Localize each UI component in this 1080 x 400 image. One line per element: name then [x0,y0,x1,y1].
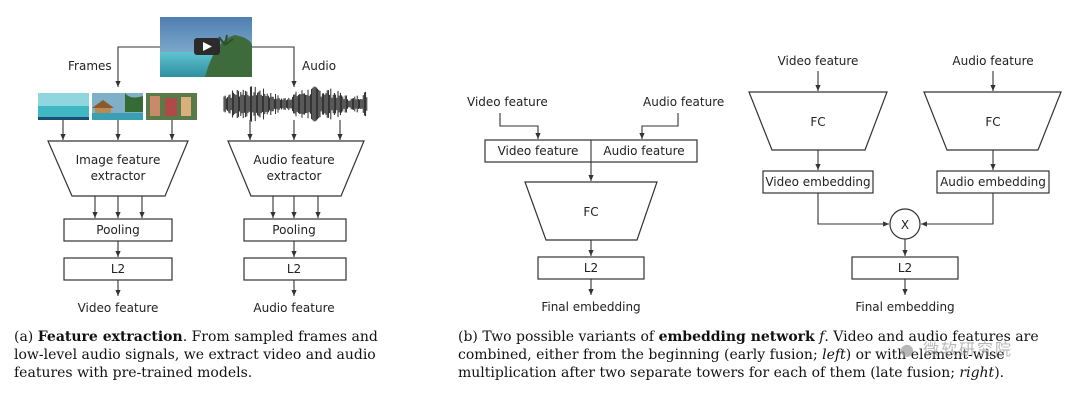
caption-b-prefix: (b) Two possible variants of [458,329,659,345]
l2-video-label: L2 [111,262,125,276]
caption-b-math: f [814,329,825,345]
late-l2: L2 [851,256,959,280]
audio-extractor-line2: extractor [267,169,322,183]
pooling-video-label: Pooling [96,223,139,237]
caption-embedding-network: (b) Two possible variants of embedding n… [458,328,1070,382]
audio-feature-output: Audio feature [253,301,334,315]
early-audio-feature-input: Audio feature [643,95,724,109]
image-extractor-line1: Image feature [76,153,161,167]
caption-a-rest: . From sampled frames and low-level audi… [14,329,378,381]
elementwise-multiply-node: X [889,208,921,240]
early-fc-label: FC [583,205,598,219]
early-l2: L2 [537,256,645,280]
late-video-fc: FC [748,91,888,151]
audio-extractor-line1: Audio feature [253,153,334,167]
concat-audio-feature: Audio feature [603,144,684,158]
multiply-symbol: X [901,218,909,232]
sampled-frames [38,93,197,120]
pooling-audio: Pooling [243,218,347,242]
caption-a-bold: Feature extraction [37,329,183,345]
concat-video-feature: Video feature [498,144,579,158]
video-thumbnail [160,17,252,77]
late-video-feature-input: Video feature [778,54,859,68]
frame-2 [92,93,143,120]
audio-embedding-label: Audio embedding [940,175,1046,189]
image-feature-extractor: Image feature extractor [47,140,189,197]
caption-a-prefix: (a) [14,329,38,345]
caption-b-right: right [959,365,995,381]
video-embedding-box: Video embedding [762,170,874,194]
caption-b-bold: embedding network [658,329,815,345]
frame-1 [38,93,89,120]
image-extractor-line2: extractor [91,169,146,183]
l2-video: L2 [63,257,173,281]
late-l2-label: L2 [898,261,912,275]
early-final-embedding: Final embedding [541,300,640,314]
pooling-audio-label: Pooling [272,223,315,237]
l2-audio-label: L2 [287,262,301,276]
late-audio-feature-input: Audio feature [952,54,1033,68]
audio-waveform [223,86,368,122]
feature-pipeline-diagram: Frames Audio Image feature [38,17,1062,315]
early-video-feature-input: Video feature [467,95,548,109]
concat-feature-box: Video feature Audio feature [484,139,698,163]
play-icon [203,42,212,51]
caption-b-left: left [822,347,846,363]
frame-3 [146,93,197,120]
early-l2-label: L2 [584,261,598,275]
caption-b-part2: ) or with element-wise multiplication af… [458,347,1005,381]
audio-feature-extractor: Audio feature extractor [227,140,365,197]
video-embedding-label: Video embedding [765,175,870,189]
audio-label: Audio [302,59,336,73]
caption-b-part1: . Video and audio features are combined,… [458,329,1039,363]
pooling-video: Pooling [63,218,173,242]
late-audio-fc: FC [923,91,1062,151]
caption-feature-extraction: (a) Feature extraction. From sampled fra… [14,328,409,382]
waveform-trace [223,86,368,122]
l2-audio: L2 [243,257,347,281]
frames-label: Frames [68,59,112,73]
late-video-fc-label: FC [810,115,825,129]
late-final-embedding: Final embedding [855,300,954,314]
video-feature-output: Video feature [78,301,159,315]
late-audio-fc-label: FC [985,115,1000,129]
watermark-logo: ● 微软研究院 [900,340,1014,359]
audio-embedding-box: Audio embedding [936,170,1050,194]
early-fc-layer: FC [524,181,658,241]
caption-b-part3: ). [994,365,1005,381]
